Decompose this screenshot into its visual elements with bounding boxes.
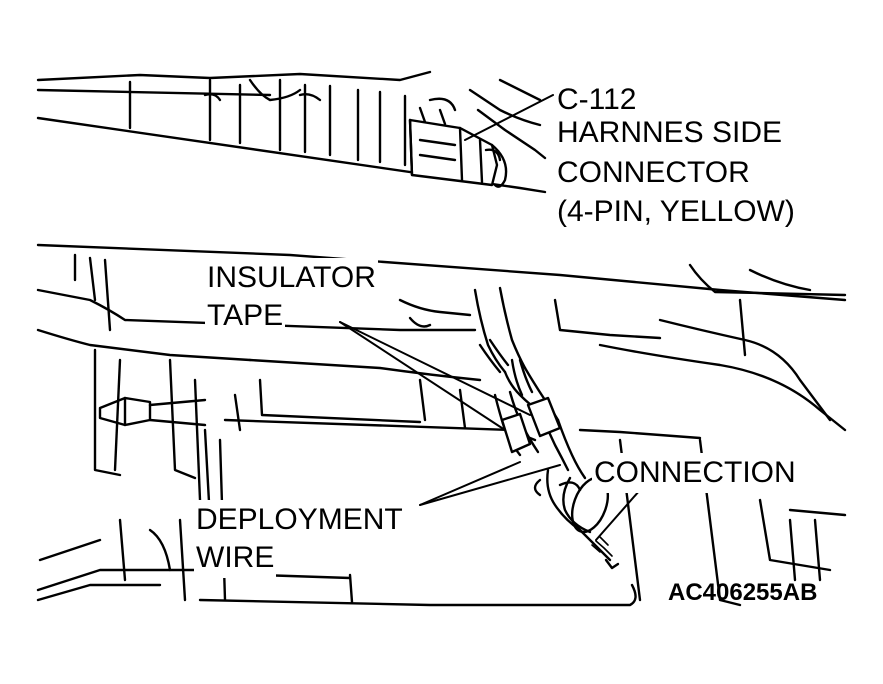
deployment-label: DEPLOYMENT	[194, 500, 405, 540]
leader-lines	[339, 94, 641, 541]
connector-spec-label: (4-PIN, YELLOW)	[555, 192, 797, 232]
insulator-tape	[500, 396, 562, 454]
insulator-label: INSULATOR	[205, 258, 378, 298]
upper-panel	[36, 70, 547, 194]
deployment-wire-loop	[533, 468, 620, 570]
connector-side-label: HARNNES SIDE	[555, 113, 785, 153]
tape-label: TAPE	[205, 296, 286, 336]
harness-bundle	[473, 286, 587, 480]
connection-label: CONNECTION	[592, 453, 798, 493]
c112-connector	[408, 106, 508, 188]
base-plate	[36, 518, 637, 607]
connector-name-label: CONNECTOR	[555, 153, 752, 193]
wire-label: WIRE	[194, 538, 277, 578]
crossmember	[36, 243, 847, 432]
figure-code: AC406255AB	[668, 579, 818, 606]
